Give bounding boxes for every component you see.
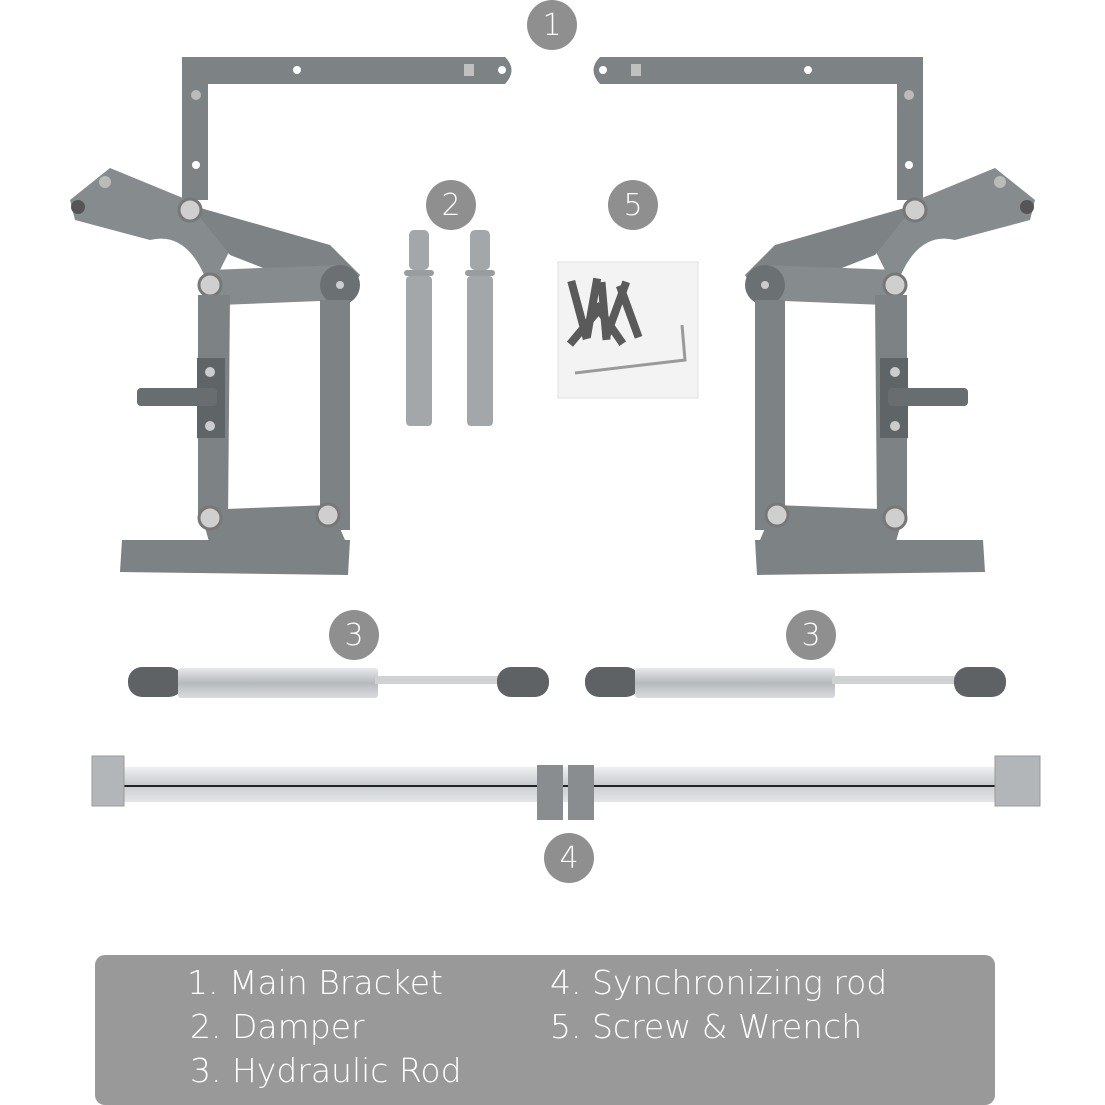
badge-3-left: 3 (329, 610, 379, 660)
badge-2: 2 (426, 180, 476, 230)
badge-1: 1 (527, 0, 577, 50)
legend-item-synchronizing-rod: 4. Synchronizing rod (550, 963, 888, 1002)
screw-and-wrench-bag (557, 261, 699, 399)
hydraulic-rod-right (585, 667, 1006, 698)
legend-item-hydraulic-rod: 3. Hydraulic Rod (190, 1051, 462, 1090)
parts-legend: 1. Main Bracket 2. Damper 3. Hydraulic R… (95, 955, 995, 1105)
badge-5: 5 (608, 180, 658, 230)
main-bracket-left (68, 55, 513, 577)
legend-item-screw-wrench: 5. Screw & Wrench (550, 1007, 863, 1046)
legend-item-damper: 2. Damper (190, 1007, 365, 1046)
legend-item-main-bracket: 1. Main Bracket (187, 963, 443, 1002)
hydraulic-rod-left (128, 667, 549, 698)
badge-3-right: 3 (786, 610, 836, 660)
damper-pair (404, 230, 495, 426)
synchronizing-rod (91, 755, 1041, 820)
badge-4: 4 (544, 833, 594, 883)
